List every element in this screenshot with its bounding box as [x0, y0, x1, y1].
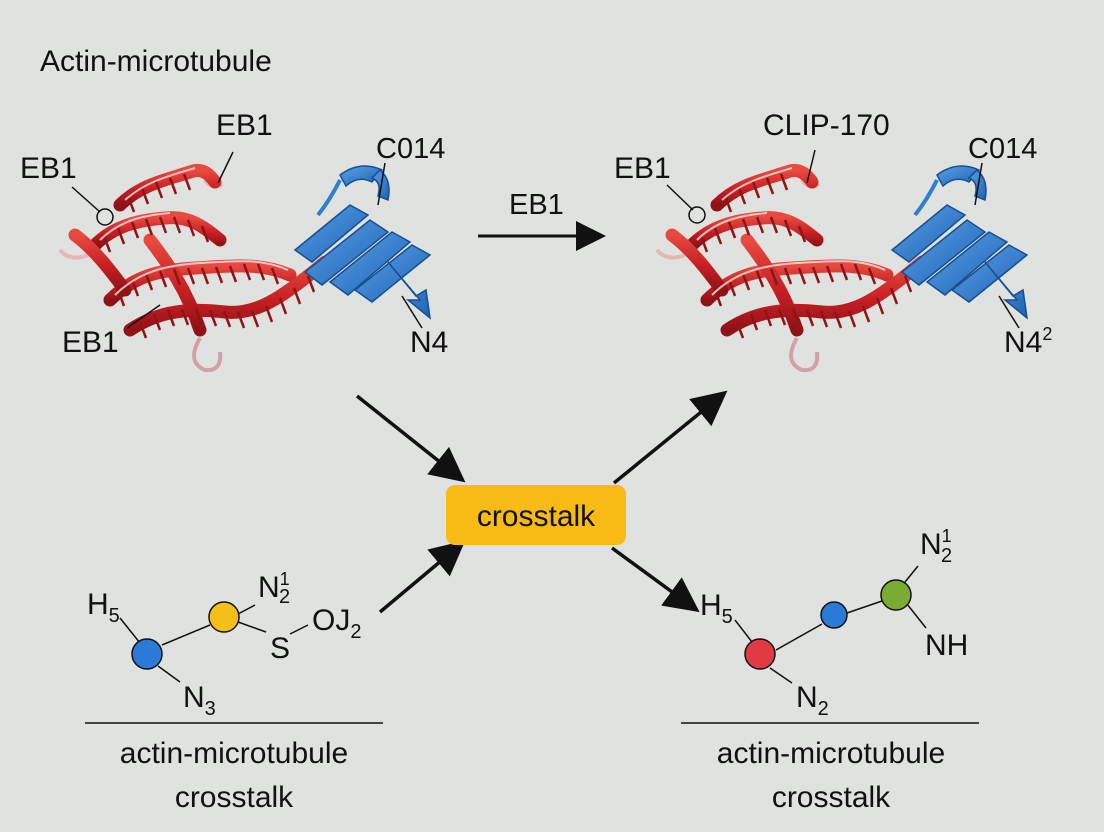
right-molecule-n21: N1: [920, 526, 952, 561]
arrow-left-molecule-to-crosstalk: [378, 540, 466, 614]
right-molecule-n-top-subscript: 2: [941, 545, 952, 567]
right-c014-label: C014: [968, 133, 1037, 165]
diagram-title: Actin-microtubule: [40, 45, 272, 78]
left-molecule-h-subscript: 5: [109, 605, 120, 627]
arrow-crosstalk-to-right-protein: [612, 390, 728, 485]
left-molecule-h5: H5: [87, 588, 120, 627]
right-molecule-n2: N2: [796, 681, 829, 720]
left-eb1-label-3: EB1: [62, 326, 119, 359]
left-beta-sheet: [293, 165, 432, 320]
left-molecule-n21: N1: [258, 569, 290, 604]
right-molecule: [734, 565, 927, 684]
left-eb1-label-2: EB1: [216, 109, 273, 142]
right-protein-structure: [655, 149, 1029, 373]
left-molecule-oj2: OJ2: [312, 604, 361, 643]
right-molecule-nh: NH: [925, 629, 968, 662]
left-protein-structure: [58, 151, 432, 373]
left-molecule-n-bottom: N: [183, 681, 205, 714]
left-molecule-h: H: [87, 588, 109, 621]
crosstalk-badge: crosstalk: [446, 485, 626, 545]
right-n4-superscript: 2: [1042, 324, 1052, 344]
left-eb1-label-1: EB1: [20, 152, 77, 185]
left-molecule-n-bottom-subscript: 3: [205, 698, 216, 720]
right-molecule-h: H: [700, 589, 722, 622]
left-molecule-oj-subscript: 2: [350, 621, 361, 643]
left-n4-label: N4: [410, 326, 448, 359]
left-caption-line-1: actin-microtubule: [120, 737, 348, 770]
left-molecule-n-top-superscript: 1: [280, 569, 290, 589]
left-molecule-yellow-node: [208, 601, 240, 633]
right-caption-line-2: crosstalk: [772, 781, 891, 814]
right-molecule-n-top-superscript: 1: [942, 526, 952, 546]
left-c014-label: C014: [376, 133, 445, 165]
left-molecule-s: S: [270, 632, 290, 665]
left-molecule-oj: OJ: [312, 604, 350, 637]
crosstalk-badge-label: crosstalk: [477, 500, 596, 533]
left-molecule-n-top-subscript: 2: [279, 586, 290, 608]
right-n4-base: N4: [1004, 326, 1042, 359]
right-molecule-n-bottom: N: [796, 681, 818, 714]
left-caption-line-2: crosstalk: [175, 781, 294, 814]
right-molecule-h5: H5: [700, 589, 733, 628]
right-molecule-n-top: N: [920, 528, 942, 561]
right-molecule-blue-node: [820, 601, 848, 629]
arrow-left-protein-to-crosstalk: [355, 394, 466, 483]
right-caption-line-1: actin-microtubule: [717, 737, 945, 770]
left-molecule-n-top: N: [258, 571, 280, 604]
right-molecule-n-bottom-subscript: 2: [818, 698, 829, 720]
left-helix-turns: [102, 173, 316, 339]
left-molecule-blue-node: [131, 638, 163, 670]
arrow-crosstalk-to-right-molecule: [610, 546, 700, 613]
right-n4-label: N42: [1004, 324, 1052, 359]
left-molecule: [119, 601, 309, 683]
left-molecule-n3: N3: [183, 681, 216, 720]
right-molecule-green-node: [880, 579, 912, 611]
right-molecule-red-node: [744, 638, 776, 670]
right-clip170-label: CLIP-170: [763, 109, 890, 142]
top-arrow-label: EB1: [509, 189, 564, 221]
right-molecule-h-subscript: 5: [722, 606, 733, 628]
right-eb1-label: EB1: [614, 152, 671, 185]
